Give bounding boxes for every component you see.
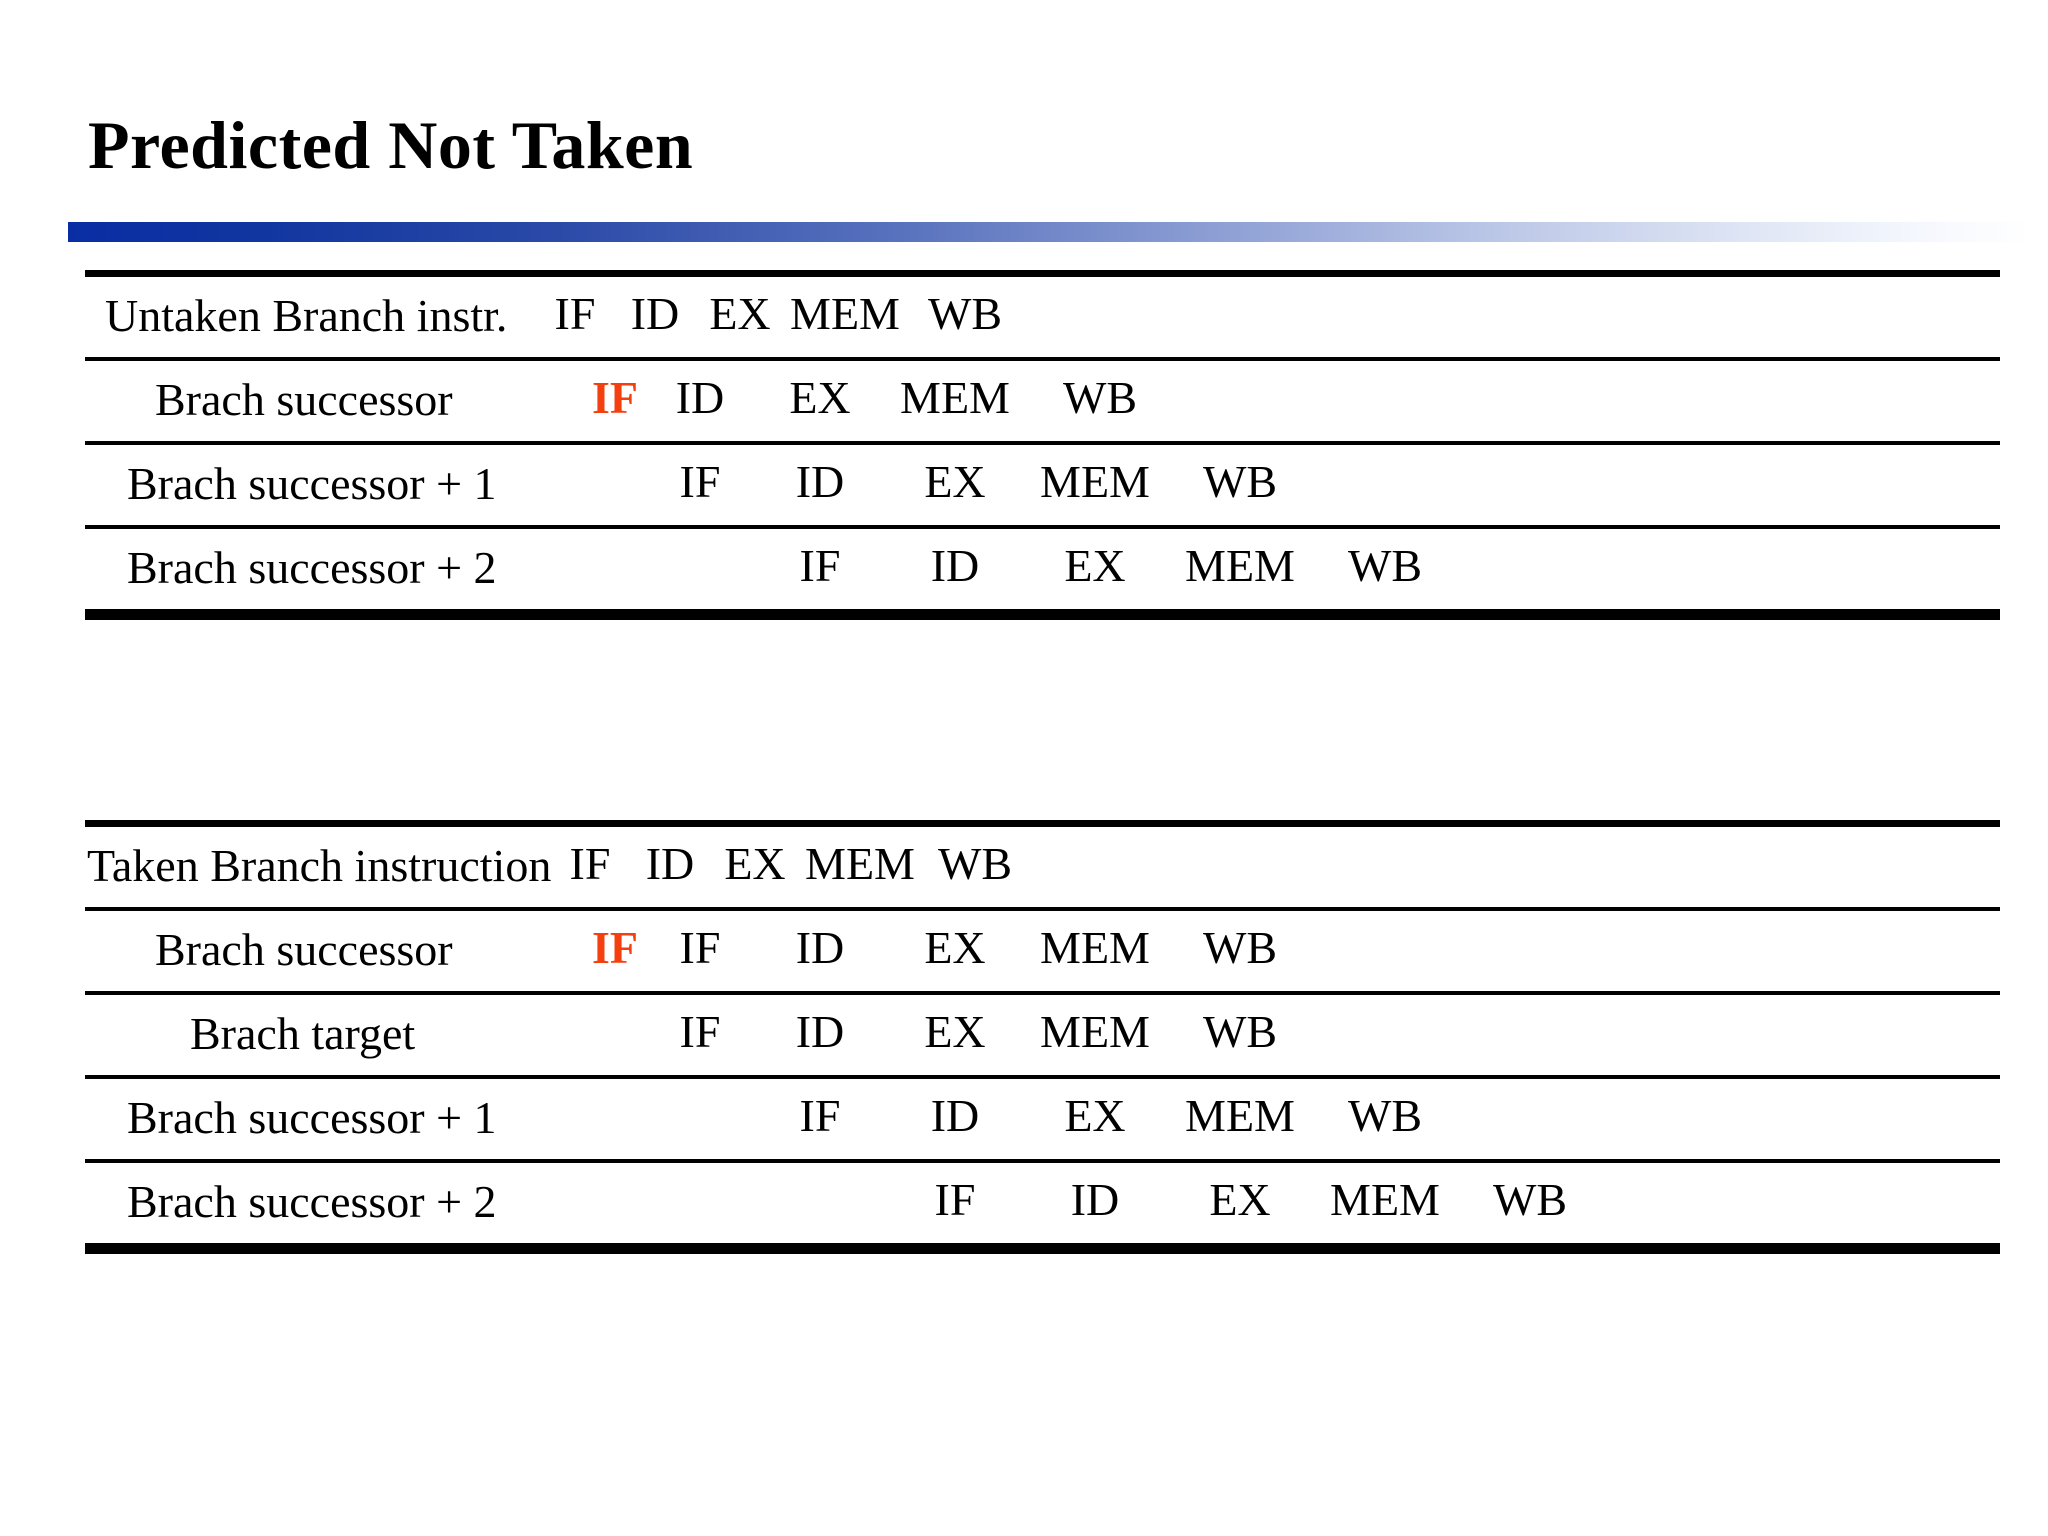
pipeline-stage: WB bbox=[1202, 1006, 1278, 1057]
pipeline-stage-track: IF ID EX MEM WB bbox=[85, 375, 2000, 425]
pipeline-stage: MEM bbox=[790, 288, 900, 339]
row-label: Taken Branch instruction bbox=[87, 840, 552, 892]
pipeline-stage: ID bbox=[930, 540, 980, 591]
table-row: Brach successor + 2 IF ID EX MEM WB bbox=[85, 1163, 2000, 1247]
pipeline-stage-track: IF ID EX MEM WB bbox=[85, 543, 2000, 593]
pipeline-stage-track: IF ID EX MEM WB bbox=[85, 1009, 2000, 1059]
pipeline-stage-track: IF ID EX MEM WB bbox=[85, 1177, 2000, 1227]
table-row: Brach successor IF IF ID EX MEM WB bbox=[85, 911, 2000, 995]
row-label: Brach successor + 2 bbox=[127, 542, 497, 594]
pipeline-stage: IF bbox=[679, 456, 721, 507]
pipeline-stage: ID bbox=[795, 922, 845, 973]
pipeline-stage: WB bbox=[1347, 1090, 1423, 1141]
pipeline-stage-highlighted: IF bbox=[592, 372, 638, 423]
pipeline-stage: WB bbox=[1202, 922, 1278, 973]
pipeline-stage: WB bbox=[1492, 1174, 1568, 1225]
row-label: Brach successor bbox=[155, 924, 453, 976]
pipeline-stage: EX bbox=[924, 456, 986, 507]
pipeline-stage: MEM bbox=[1040, 1006, 1150, 1057]
pipeline-stage: EX bbox=[709, 288, 771, 339]
pipeline-stage: ID bbox=[675, 372, 725, 423]
table-row: Brach successor + 2 IF ID EX MEM WB bbox=[85, 529, 2000, 613]
pipeline-stage: ID bbox=[630, 288, 680, 339]
row-label: Untaken Branch instr. bbox=[105, 290, 508, 342]
pipeline-stage: WB bbox=[927, 288, 1003, 339]
page-title: Predicted Not Taken bbox=[88, 106, 694, 183]
pipeline-stage: ID bbox=[1070, 1174, 1120, 1225]
pipeline-stage: IF bbox=[799, 1090, 841, 1141]
pipeline-stage: ID bbox=[930, 1090, 980, 1141]
pipeline-stage: IF bbox=[554, 288, 596, 339]
pipeline-stage: WB bbox=[1062, 372, 1138, 423]
pipeline-stage: MEM bbox=[1185, 1090, 1295, 1141]
row-label: Brach successor bbox=[155, 374, 453, 426]
pipeline-stage: MEM bbox=[1040, 922, 1150, 973]
pipeline-stage-track: IF ID EX MEM WB bbox=[85, 459, 2000, 509]
table-row: Brach successor + 1 IF ID EX MEM WB bbox=[85, 445, 2000, 529]
table-row: Brach successor IF ID EX MEM WB bbox=[85, 361, 2000, 445]
pipeline-stage-track: IF ID EX MEM WB bbox=[85, 1093, 2000, 1143]
table-row: Taken Branch instruction IF ID EX MEM WB bbox=[85, 827, 2000, 911]
pipeline-stage: EX bbox=[789, 372, 851, 423]
pipeline-stage: IF bbox=[799, 540, 841, 591]
pipeline-stage: WB bbox=[1347, 540, 1423, 591]
table-row: Brach target IF ID EX MEM WB bbox=[85, 995, 2000, 1079]
pipeline-stage: EX bbox=[924, 922, 986, 973]
row-label: Brach successor + 1 bbox=[127, 1092, 497, 1144]
pipeline-stage: ID bbox=[795, 1006, 845, 1057]
row-label: Brach successor + 1 bbox=[127, 458, 497, 510]
pipeline-stage: IF bbox=[934, 1174, 976, 1225]
pipeline-stage: ID bbox=[645, 838, 695, 889]
table-row: Brach successor + 1 IF ID EX MEM WB bbox=[85, 1079, 2000, 1163]
pipeline-stage: IF bbox=[679, 922, 721, 973]
pipeline-stage: MEM bbox=[1185, 540, 1295, 591]
pipeline-stage-track: IF ID EX MEM WB bbox=[85, 841, 2000, 891]
pipeline-stage: MEM bbox=[900, 372, 1010, 423]
pipeline-stage: MEM bbox=[1040, 456, 1150, 507]
pipeline-stage: EX bbox=[724, 838, 786, 889]
pipeline-stage: WB bbox=[1202, 456, 1278, 507]
row-label: Brach target bbox=[190, 1008, 416, 1060]
pipeline-stage: EX bbox=[1209, 1174, 1271, 1225]
pipeline-stage: WB bbox=[937, 838, 1013, 889]
pipeline-stage: MEM bbox=[1330, 1174, 1440, 1225]
pipeline-stage-track: IF ID EX MEM WB bbox=[85, 291, 2000, 341]
pipeline-stage: EX bbox=[924, 1006, 986, 1057]
pipeline-stage: IF bbox=[679, 1006, 721, 1057]
pipeline-stage-highlighted: IF bbox=[592, 922, 638, 973]
pipeline-stage: ID bbox=[795, 456, 845, 507]
table-top-rule bbox=[85, 270, 2000, 277]
table-bottom-rule bbox=[85, 613, 2000, 620]
row-label: Brach successor + 2 bbox=[127, 1176, 497, 1228]
title-gradient-rule bbox=[68, 222, 2030, 242]
pipeline-stage: IF bbox=[569, 838, 611, 889]
table-row: Untaken Branch instr. IF ID EX MEM WB bbox=[85, 277, 2000, 361]
pipeline-stage: EX bbox=[1064, 1090, 1126, 1141]
pipeline-stage: MEM bbox=[805, 838, 915, 889]
pipeline-stage: EX bbox=[1064, 540, 1126, 591]
pipeline-stage-track: IF IF ID EX MEM WB bbox=[85, 925, 2000, 975]
table-bottom-rule bbox=[85, 1247, 2000, 1254]
table-top-rule bbox=[85, 820, 2000, 827]
